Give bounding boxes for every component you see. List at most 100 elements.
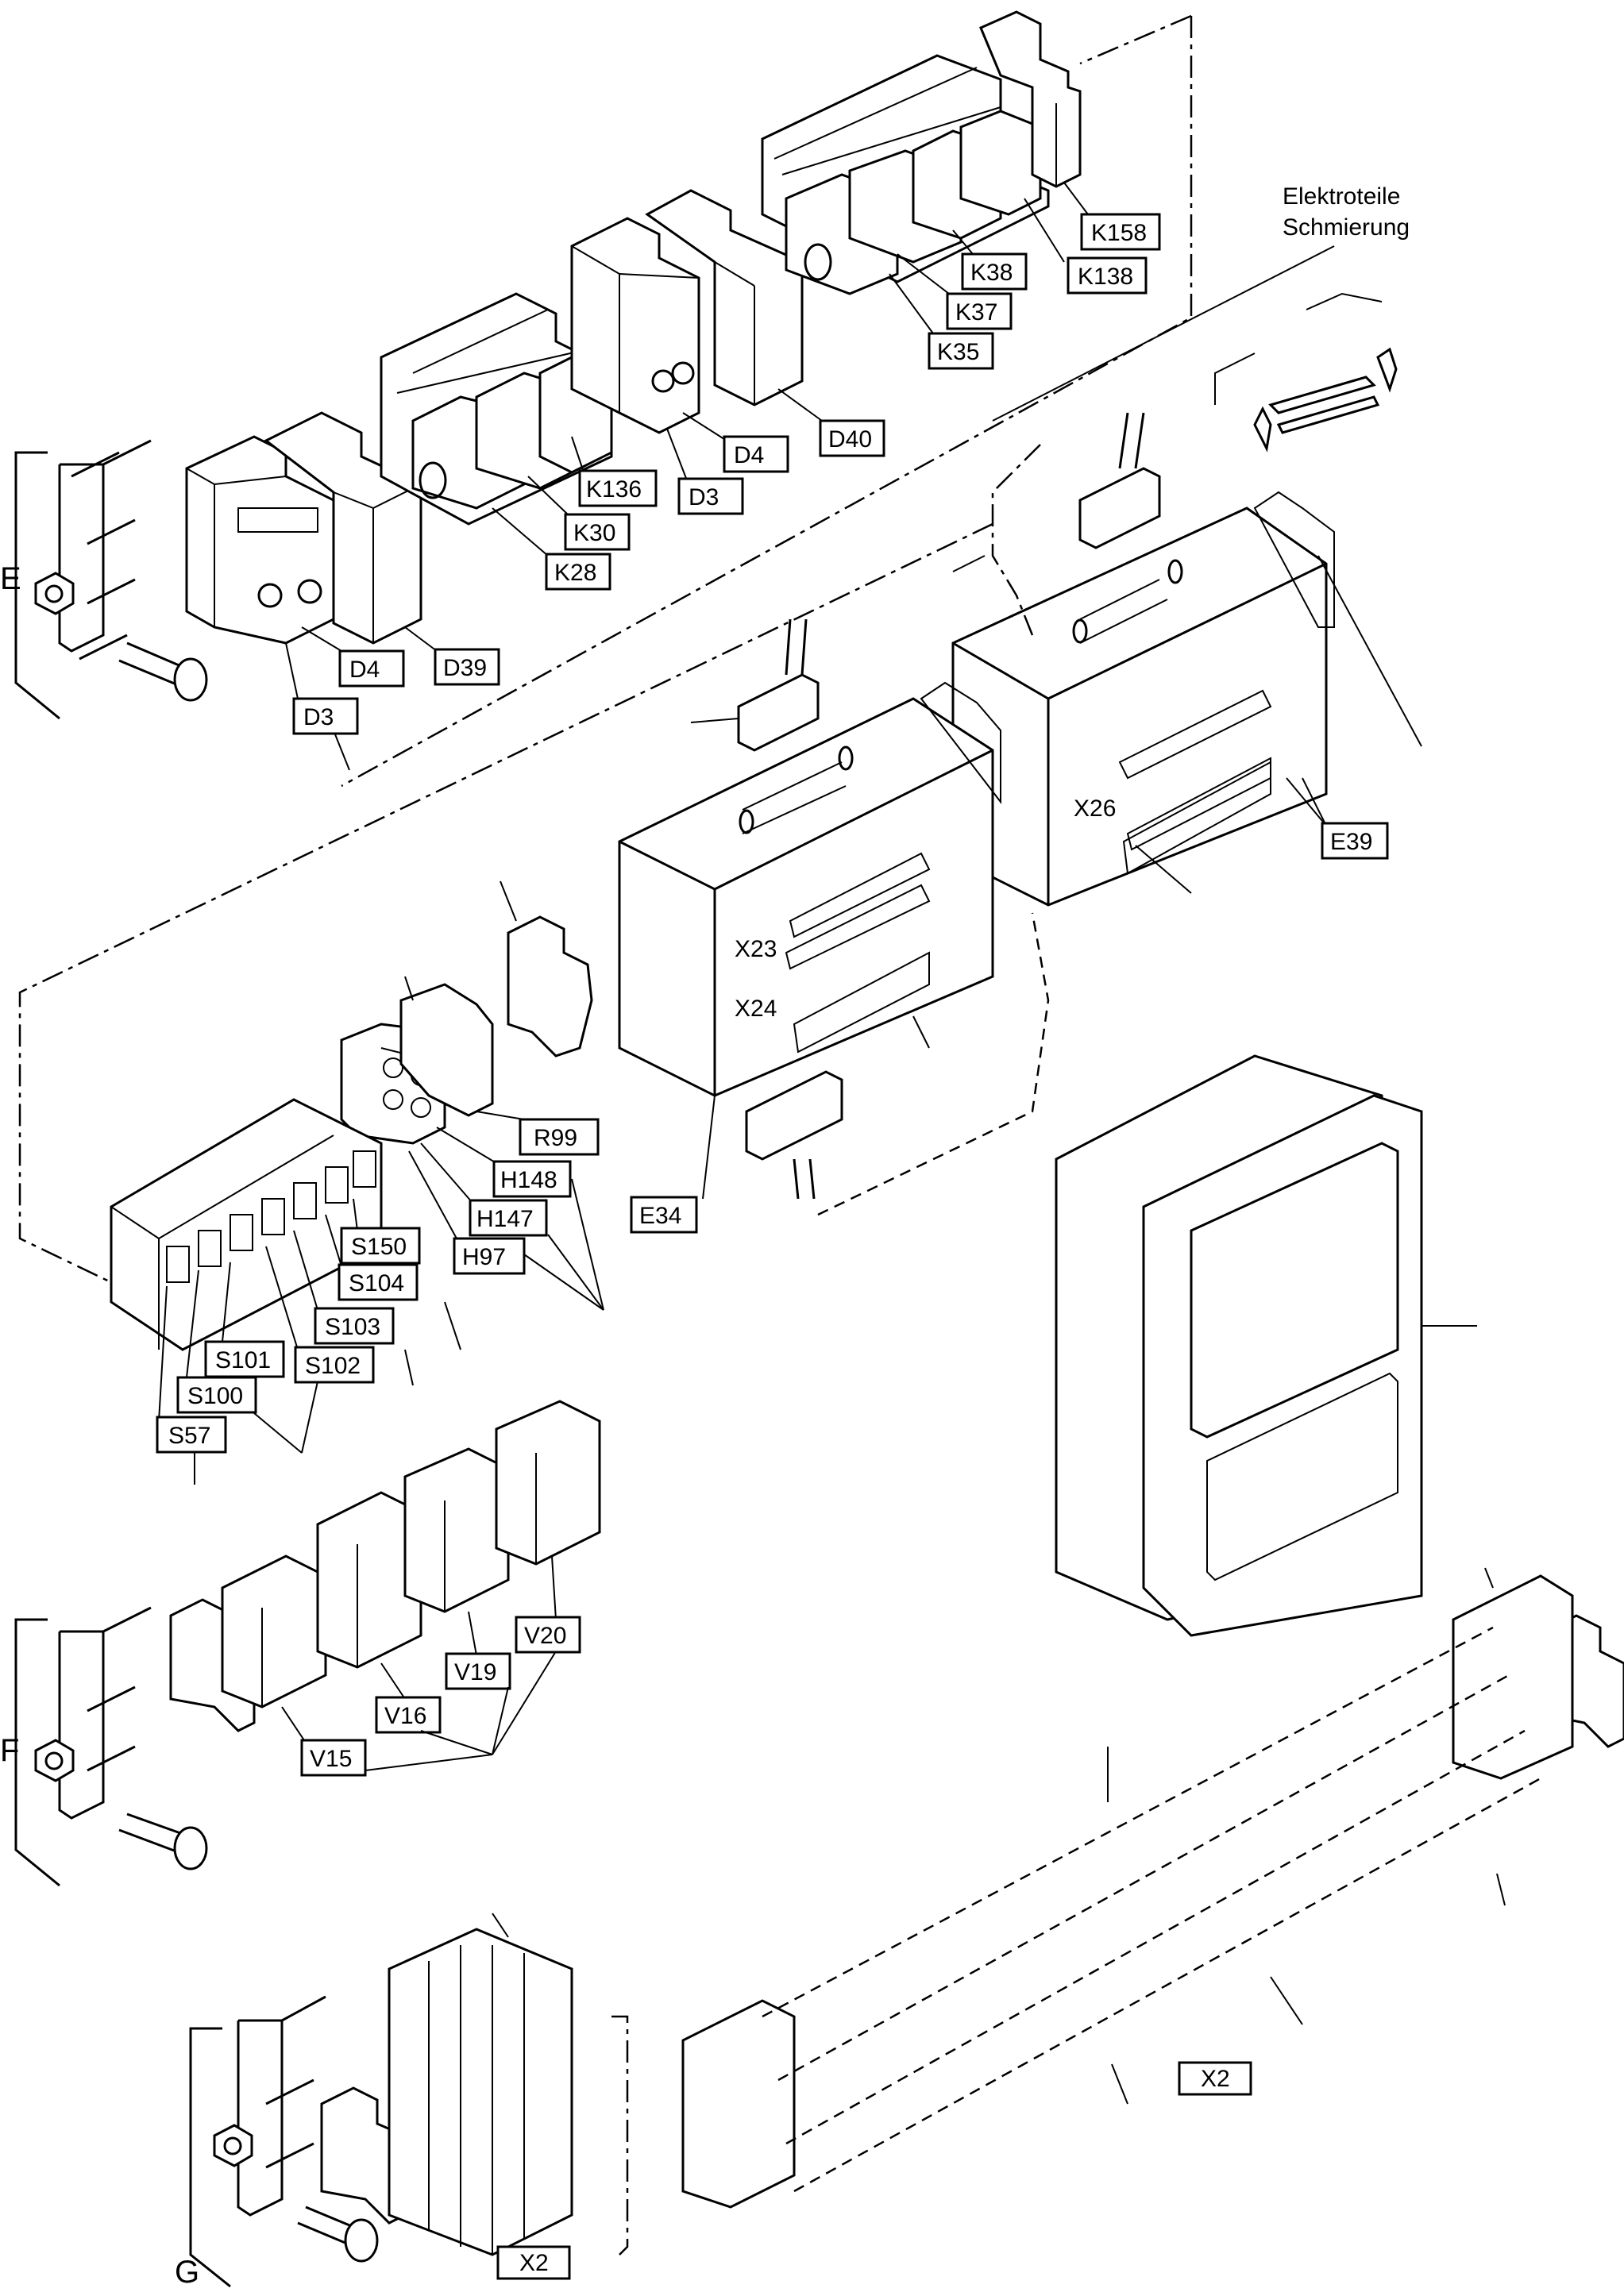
- bolt-icon: [118, 641, 208, 702]
- svg-text:S57: S57: [168, 1423, 210, 1449]
- end-clamp-upper: [500, 880, 593, 1057]
- svg-text:E39: E39: [1330, 829, 1372, 855]
- nut-icon: [34, 1739, 75, 1782]
- callout-x2b: X2: [496, 2245, 571, 2280]
- callout-d3a: D3: [666, 428, 744, 515]
- svg-text:K158: K158: [1091, 220, 1147, 246]
- svg-text:D39: D39: [443, 655, 487, 681]
- callout-d40: D40: [777, 388, 885, 457]
- svg-text:X2: X2: [1201, 2066, 1230, 2092]
- terminal-block-v16: [316, 1491, 422, 1669]
- callout-h97: H97: [408, 1150, 526, 1275]
- callout-d3b: D3: [285, 642, 359, 771]
- resistor-module-r99: [399, 976, 494, 1117]
- callout-v19: V19: [445, 1611, 511, 1690]
- clip-pair-top-right: [1214, 292, 1398, 453]
- connector-plug-e39: [1078, 412, 1161, 549]
- callout-v20: V20: [515, 1555, 581, 1654]
- terminal-rail-x2: [681, 1567, 1574, 2209]
- callout-s102: S102: [265, 1246, 375, 1384]
- svg-text:D3: D3: [303, 704, 334, 730]
- svg-text:K28: K28: [554, 560, 596, 586]
- group-label-f: F: [0, 1733, 19, 1768]
- bracket-g: [189, 1995, 379, 2288]
- callout-s100: S100: [176, 1269, 257, 1414]
- header-line-2: Schmierung: [1283, 214, 1410, 241]
- svg-text:D40: D40: [828, 426, 872, 453]
- svg-text:S100: S100: [187, 1383, 243, 1409]
- bracket-f: [14, 1606, 208, 1887]
- svg-text:K30: K30: [573, 520, 615, 546]
- callout-k158: K158: [1063, 182, 1161, 251]
- svg-text:V16: V16: [384, 1703, 426, 1729]
- callout-s103: S103: [293, 1230, 395, 1345]
- control-box-e39: [951, 491, 1422, 907]
- callout-e34: E34: [630, 1095, 716, 1234]
- bolt-icon: [297, 2205, 379, 2263]
- callout-x2a: X2: [1178, 2061, 1252, 2096]
- bolt-icon: [118, 1813, 208, 1870]
- svg-text:K38: K38: [970, 260, 1013, 286]
- connector-plug-e34-top: [690, 618, 820, 752]
- svg-text:K136: K136: [586, 476, 642, 503]
- callout-k30: K30: [527, 476, 631, 551]
- callout-v16: V16: [375, 1662, 442, 1734]
- callout-v15: V15: [281, 1706, 367, 1777]
- terminal-strip-x2-left: [388, 1913, 573, 2256]
- svg-text:E34: E34: [639, 1203, 681, 1229]
- relay-module-d3-d4: [185, 435, 335, 645]
- svg-text:S102: S102: [305, 1353, 361, 1379]
- relay-module-d40: [645, 189, 804, 406]
- svg-text:K37: K37: [955, 299, 997, 326]
- callout-k35: K35: [889, 273, 994, 370]
- callout-e39: E39: [1302, 777, 1389, 860]
- header-line-1: Elektroteile: [1283, 183, 1400, 210]
- svg-text:S104: S104: [349, 1270, 404, 1296]
- callout-s57: S57: [156, 1285, 227, 1485]
- callout-s150: S150: [340, 1198, 421, 1265]
- connector-plug-e34-bottom: [745, 1070, 843, 1200]
- svg-text:H97: H97: [462, 1244, 506, 1270]
- label-x23: X23: [735, 936, 777, 962]
- group-label-e: E: [0, 561, 21, 596]
- svg-text:H148: H148: [500, 1167, 557, 1193]
- svg-text:S101: S101: [215, 1347, 271, 1373]
- upper-dash-outline: [18, 14, 1335, 1288]
- callout-k38: K38: [952, 229, 1028, 291]
- callout-k28: K28: [492, 507, 611, 591]
- label-x24: X24: [735, 996, 777, 1022]
- svg-text:X2: X2: [519, 2250, 549, 2276]
- callout-k136: K136: [571, 436, 658, 507]
- callout-d39: D39: [404, 626, 500, 686]
- operator-panel: [1055, 1054, 1477, 1637]
- relay-block-k35-k38: [761, 54, 1050, 295]
- callout-h147: H147: [420, 1142, 548, 1237]
- label-x26: X26: [1074, 796, 1116, 822]
- svg-text:S150: S150: [351, 1234, 407, 1260]
- svg-text:V15: V15: [310, 1746, 352, 1772]
- svg-text:K138: K138: [1078, 264, 1133, 290]
- callout-d4b: D4: [301, 626, 405, 688]
- nut-icon: [34, 572, 75, 615]
- relay-module-d3-d4-center: [570, 217, 700, 434]
- svg-text:H147: H147: [476, 1206, 534, 1232]
- svg-text:S103: S103: [325, 1314, 380, 1340]
- svg-text:K35: K35: [937, 339, 979, 365]
- terminal-block-v15: [221, 1554, 327, 1709]
- terminal-block-v20: [495, 1400, 601, 1566]
- relay-module-k158: [979, 10, 1082, 188]
- svg-text:R99: R99: [534, 1125, 577, 1151]
- control-box-e34: [618, 681, 1001, 1097]
- group-label-g: G: [175, 2255, 199, 2290]
- svg-text:D3: D3: [689, 484, 719, 510]
- callout-s104: S104: [325, 1214, 419, 1301]
- callout-r99: R99: [476, 1111, 600, 1156]
- relay-block-k28-k30-k136: [380, 292, 613, 526]
- svg-text:D4: D4: [734, 442, 764, 468]
- callout-k37: K37: [897, 253, 1013, 330]
- callout-k138: K138: [1024, 198, 1148, 295]
- svg-text:V19: V19: [454, 1659, 496, 1685]
- callout-d4a: D4: [682, 412, 789, 473]
